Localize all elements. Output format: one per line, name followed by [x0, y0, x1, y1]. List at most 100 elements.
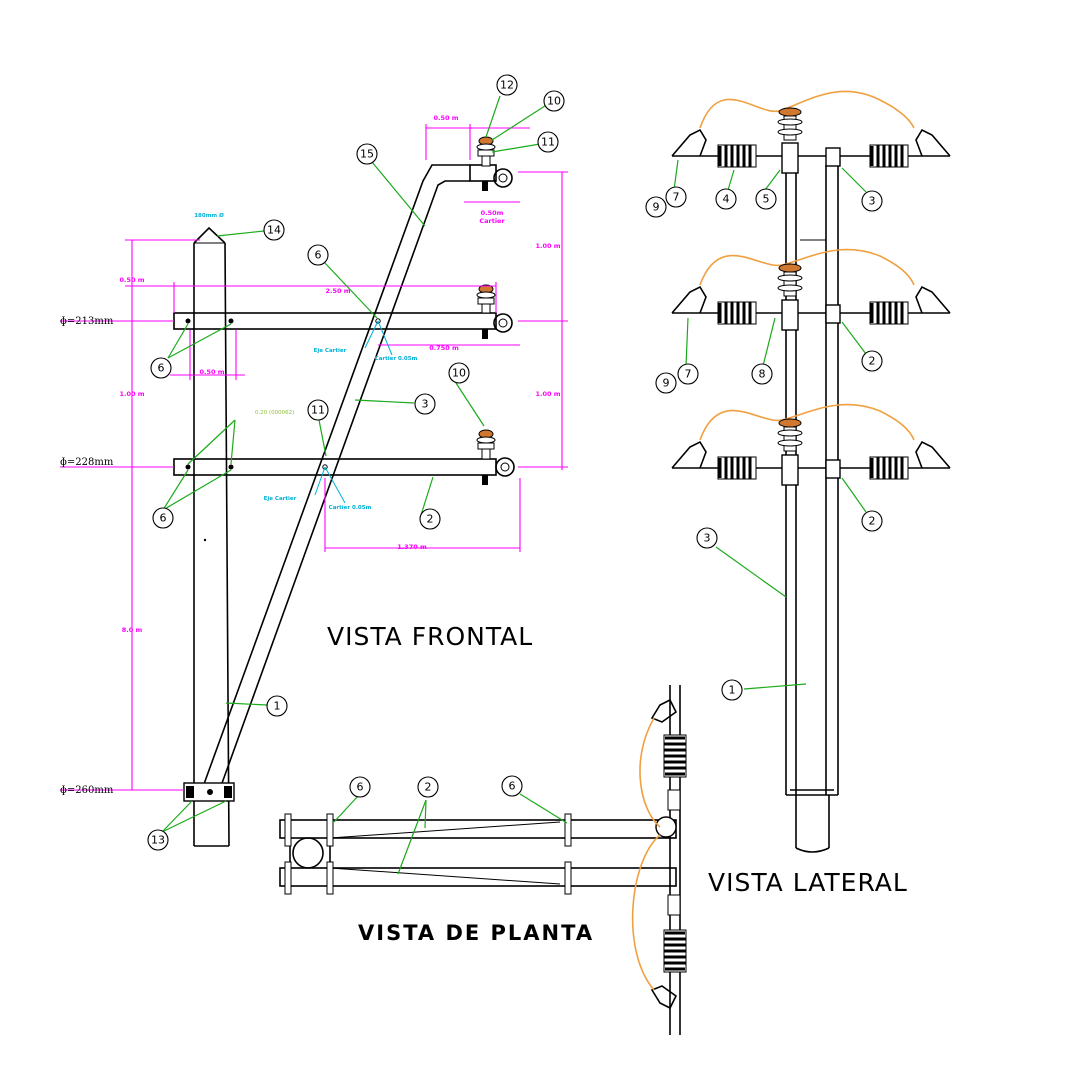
svg-text:10: 10	[452, 367, 466, 380]
green-leaders-side	[673, 159, 867, 690]
bubble-3: 3	[861, 190, 883, 212]
dim-crossarm-length: 2.50 m	[325, 287, 350, 295]
bubble-3: 3	[696, 527, 718, 549]
bubble-8: 8	[751, 363, 773, 385]
dim-upper-gap: 1.00 m	[535, 242, 560, 250]
dim-top-crossarm-spacing: 0.50 m	[433, 114, 458, 122]
note-eje-cartier-lower: Eje Cartier	[264, 496, 297, 502]
insulator-mid	[476, 284, 513, 339]
green-leaders-plan	[333, 793, 568, 875]
bubble-13: 13	[147, 829, 169, 851]
bubble-6: 6	[307, 244, 329, 266]
note-cartier-upper: Cartier 0.05m	[375, 356, 418, 362]
dim-left-mid: 1.00 m	[119, 390, 144, 398]
crossarm-upper	[173, 312, 497, 330]
dim-pole-top: 180mm Ø	[194, 212, 224, 219]
brace-front	[199, 164, 470, 798]
plan-view	[279, 685, 687, 1035]
svg-text:5: 5	[763, 193, 770, 206]
item-bubbles-side: 9 7 4 5 3 9 7 8 2 2 3 1	[645, 186, 883, 701]
bubble-14: 14	[263, 219, 285, 241]
svg-text:6: 6	[158, 362, 165, 375]
svg-text:6: 6	[315, 249, 322, 262]
note-eje-cartier-upper: Eje Cartier	[314, 348, 347, 354]
bubble-15: 15	[356, 143, 378, 165]
side-level-2	[671, 248, 951, 331]
bubble-12: 12	[496, 74, 518, 96]
note-green: 0.20 (000062)	[255, 410, 294, 416]
svg-text:6: 6	[357, 781, 364, 794]
svg-text:2: 2	[425, 781, 432, 794]
bubble-2: 2	[419, 508, 441, 530]
dim-brace-offset: 0.750 m	[429, 344, 459, 352]
svg-text:11: 11	[311, 404, 325, 417]
svg-text:10: 10	[547, 95, 561, 108]
bubble-6: 6	[150, 357, 172, 379]
dim-right-mid: 1.00 m	[535, 390, 560, 398]
crossarm-lower	[173, 458, 497, 476]
diameter-label-middle: ɸ=228mm	[60, 457, 114, 468]
svg-text:3: 3	[869, 195, 876, 208]
dim-insulator-offset: 0.50m	[481, 209, 504, 217]
bubble-10: 10	[448, 362, 470, 384]
dim-pole-height: 8.0 m	[122, 626, 143, 634]
bubble-6: 6	[501, 775, 523, 797]
svg-text:7: 7	[685, 368, 692, 381]
title-side-view: VISTA LATERAL	[708, 868, 908, 897]
bubble-9: 9	[655, 372, 677, 394]
side-view	[671, 90, 951, 853]
bubble-2: 2	[861, 510, 883, 532]
svg-text:6: 6	[509, 780, 516, 793]
svg-text:15: 15	[360, 148, 374, 161]
item-bubbles-plan: 6 2 6	[349, 775, 523, 798]
svg-text:14: 14	[267, 224, 281, 237]
plan-bolts	[284, 813, 572, 895]
cyan-notes: Eje Cartier Cartier 0.05m Eje Cartier Ca…	[255, 348, 418, 511]
bubble-1: 1	[721, 679, 743, 701]
dim-left-top: 0.50 m	[119, 276, 144, 284]
dim-bolt-spacing: 0.50 m	[199, 368, 224, 376]
bubble-3: 3	[414, 393, 436, 415]
svg-text:2: 2	[427, 513, 434, 526]
bubble-6: 6	[152, 507, 174, 529]
insulator-top	[476, 136, 513, 191]
crossarm-top	[469, 164, 497, 182]
dim-insulator-offset-sub: Cartier	[479, 217, 505, 225]
diameter-label-lower: ɸ=260mm	[60, 785, 114, 796]
svg-text:4: 4	[723, 193, 730, 206]
dimension-labels: 0.50 m 0.50m Cartier 1.00 m 0.50 m 2.50 …	[119, 114, 560, 634]
svg-text:3: 3	[704, 532, 711, 545]
svg-text:11: 11	[541, 136, 555, 149]
bubble-7: 7	[665, 186, 687, 208]
bubble-11: 11	[307, 399, 329, 421]
svg-text:1: 1	[274, 700, 281, 713]
plan-insulator-string	[631, 685, 687, 1035]
insulator-low	[476, 429, 515, 485]
front-view	[60, 95, 568, 847]
item-bubbles-front: 12 10 11 15 14 6 6 10 3 11 6 2 1 13	[147, 74, 565, 851]
svg-text:8: 8	[759, 368, 766, 381]
bubble-11: 11	[537, 131, 559, 153]
bubble-2: 2	[861, 350, 883, 372]
dim-lower-length: 1.370 m	[397, 543, 427, 551]
side-level-1	[671, 90, 951, 174]
svg-text:7: 7	[673, 191, 680, 204]
pole-diameter-labels: ɸ=213mm ɸ=228mm ɸ=260mm	[60, 316, 114, 796]
bubble-1: 1	[266, 695, 288, 717]
svg-text:9: 9	[653, 201, 660, 214]
dimensions-front	[60, 124, 568, 791]
title-plan-view: VISTA DE PLANTA	[358, 921, 594, 945]
bubble-6: 6	[349, 776, 371, 798]
svg-text:2: 2	[869, 515, 876, 528]
green-leaders-front	[161, 95, 549, 833]
svg-text:6: 6	[160, 512, 167, 525]
view-titles: VISTA FRONTAL VISTA LATERAL VISTA DE PLA…	[327, 622, 908, 945]
bubble-9: 9	[645, 196, 667, 218]
bubble-2: 2	[417, 776, 439, 798]
pole-front	[193, 226, 230, 847]
bubble-4: 4	[715, 188, 737, 210]
note-cartier-lower: Cartier 0.05m	[329, 505, 372, 511]
bubble-10: 10	[543, 90, 565, 112]
diameter-label-upper: ɸ=213mm	[60, 316, 114, 327]
